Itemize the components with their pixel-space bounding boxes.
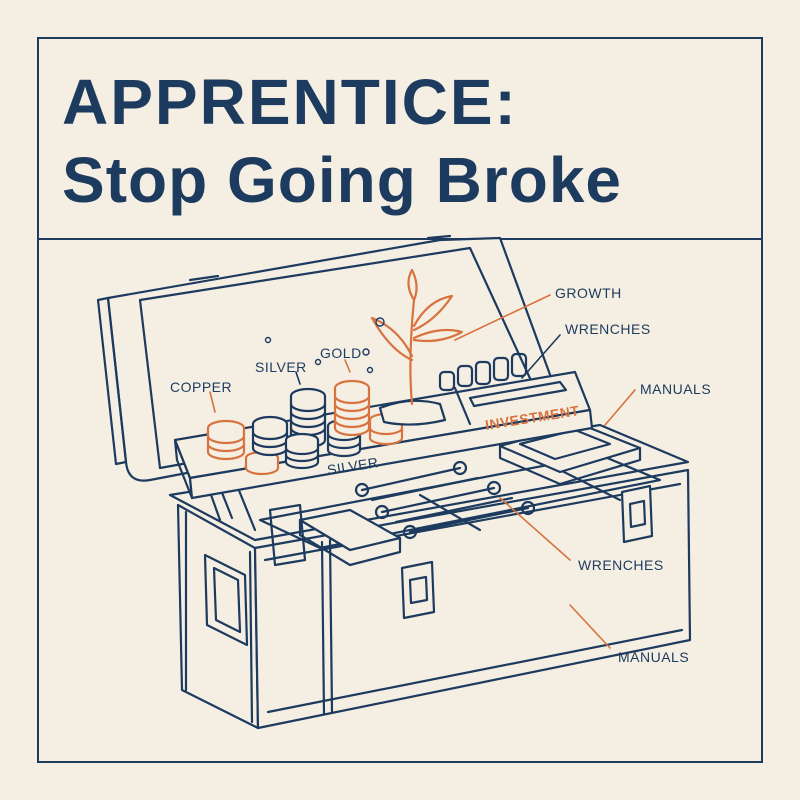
title-line-1: APPRENTICE: bbox=[62, 66, 518, 138]
leader-copper bbox=[209, 391, 216, 413]
copper-stack bbox=[206, 419, 280, 476]
leader-wrenches-top bbox=[521, 334, 561, 379]
leader-silver bbox=[295, 371, 301, 385]
label-gold: GOLD bbox=[320, 345, 362, 361]
bubbles bbox=[264, 317, 385, 374]
lower-wrenches bbox=[354, 460, 536, 540]
poster-frame bbox=[37, 37, 763, 763]
latch-right bbox=[620, 484, 654, 544]
tray-label: SILVER bbox=[326, 454, 380, 478]
leader-gold bbox=[344, 359, 351, 373]
leader-wrenches-bottom bbox=[499, 497, 571, 561]
label-copper: COPPER bbox=[170, 379, 232, 395]
investment-sprout bbox=[370, 268, 464, 426]
latch-left bbox=[400, 560, 436, 620]
callout-manuals-top: MANUALS bbox=[640, 381, 711, 397]
leader-growth bbox=[454, 294, 551, 341]
leader-manuals-top bbox=[604, 389, 636, 426]
callout-growth: GROWTH bbox=[555, 285, 622, 301]
title-divider bbox=[37, 238, 763, 240]
socket-set bbox=[438, 352, 568, 408]
title-line-2: Stop Going Broke bbox=[62, 144, 622, 216]
callout-wrenches-bottom: WRENCHES bbox=[578, 557, 664, 573]
callout-leaders bbox=[209, 294, 636, 649]
left-books bbox=[268, 503, 402, 567]
leader-manuals-bottom bbox=[569, 604, 611, 649]
label-silver: SILVER bbox=[255, 359, 307, 375]
callout-wrenches-top: WRENCHES bbox=[565, 321, 651, 337]
callout-manuals-bottom: MANUALS bbox=[618, 649, 689, 665]
